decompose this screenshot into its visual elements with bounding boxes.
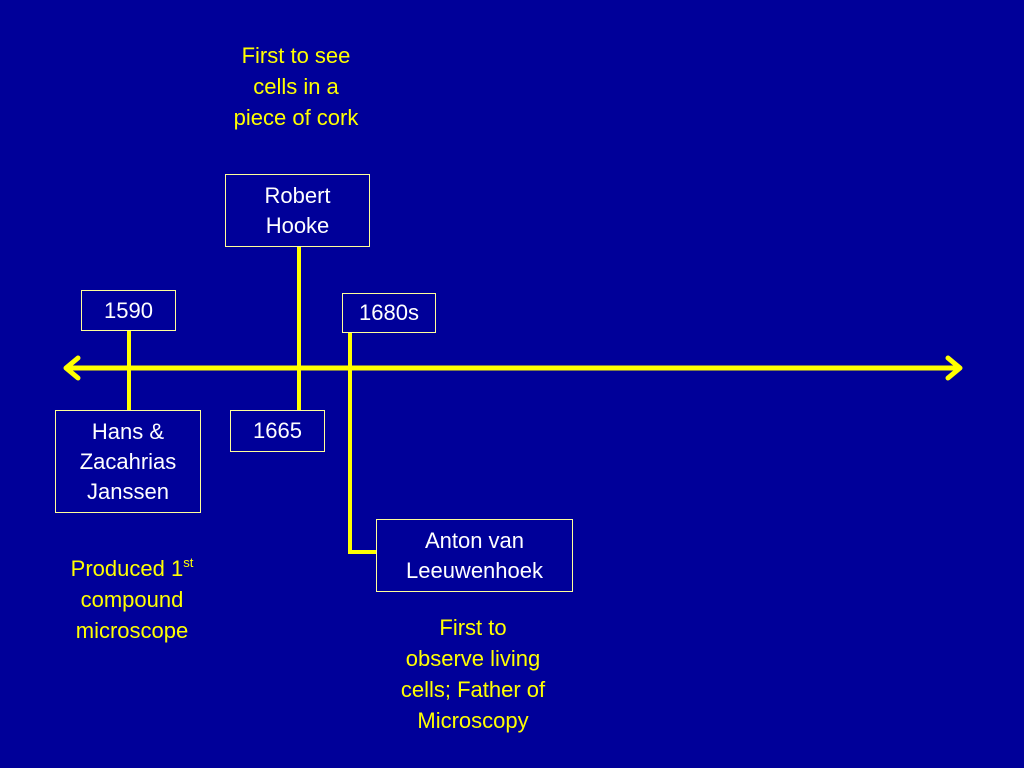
person-name-line: Hooke — [265, 212, 330, 238]
person-name-line: Zacahrias — [79, 448, 177, 474]
person-name-line: Leeuwenhoek — [405, 557, 543, 583]
person-name-line: Robert — [264, 182, 331, 208]
note-line: First to — [439, 615, 507, 640]
note-line: observe living — [405, 646, 541, 671]
person-name-line: Anton van — [424, 527, 525, 553]
person-box-leeuwenhoek: Anton van Leeuwenhoek — [376, 519, 573, 592]
note-leeuwenhoek: First to observe living cells; Father of… — [363, 612, 583, 736]
note-line: cells in a — [253, 74, 339, 99]
person-name-line: Hans & — [91, 418, 165, 444]
note-line: compound — [80, 587, 184, 612]
person-box-hooke: Robert Hooke — [225, 174, 370, 247]
person-name-line: Janssen — [87, 478, 169, 504]
timeline-right-arrowhead — [945, 355, 963, 381]
note-line: microscope — [75, 618, 189, 643]
connector-1680s — [348, 333, 376, 554]
note-line-text: Produced 1 — [70, 556, 184, 581]
date-label: 1590 — [104, 297, 153, 323]
note-hooke: First to see cells in a piece of cork — [196, 40, 396, 133]
timeline-left-arrowhead — [63, 355, 81, 381]
note-line: piece of cork — [233, 105, 359, 130]
date-box-1590: 1590 — [81, 290, 176, 331]
ordinal-suffix: st — [183, 555, 194, 570]
note-line: cells; Father of — [400, 677, 546, 702]
date-box-1665: 1665 — [230, 410, 325, 452]
note-line: Microscopy — [417, 708, 529, 733]
date-label: 1680s — [359, 300, 419, 325]
date-label: 1665 — [253, 418, 302, 443]
person-box-janssen: Hans & Zacahrias Janssen — [55, 410, 201, 513]
note-janssen: Produced 1st compound microscope — [32, 553, 232, 646]
note-line: Produced 1st — [32, 553, 232, 584]
date-box-1680s: 1680s — [342, 293, 436, 333]
note-line: First to see — [241, 43, 351, 68]
